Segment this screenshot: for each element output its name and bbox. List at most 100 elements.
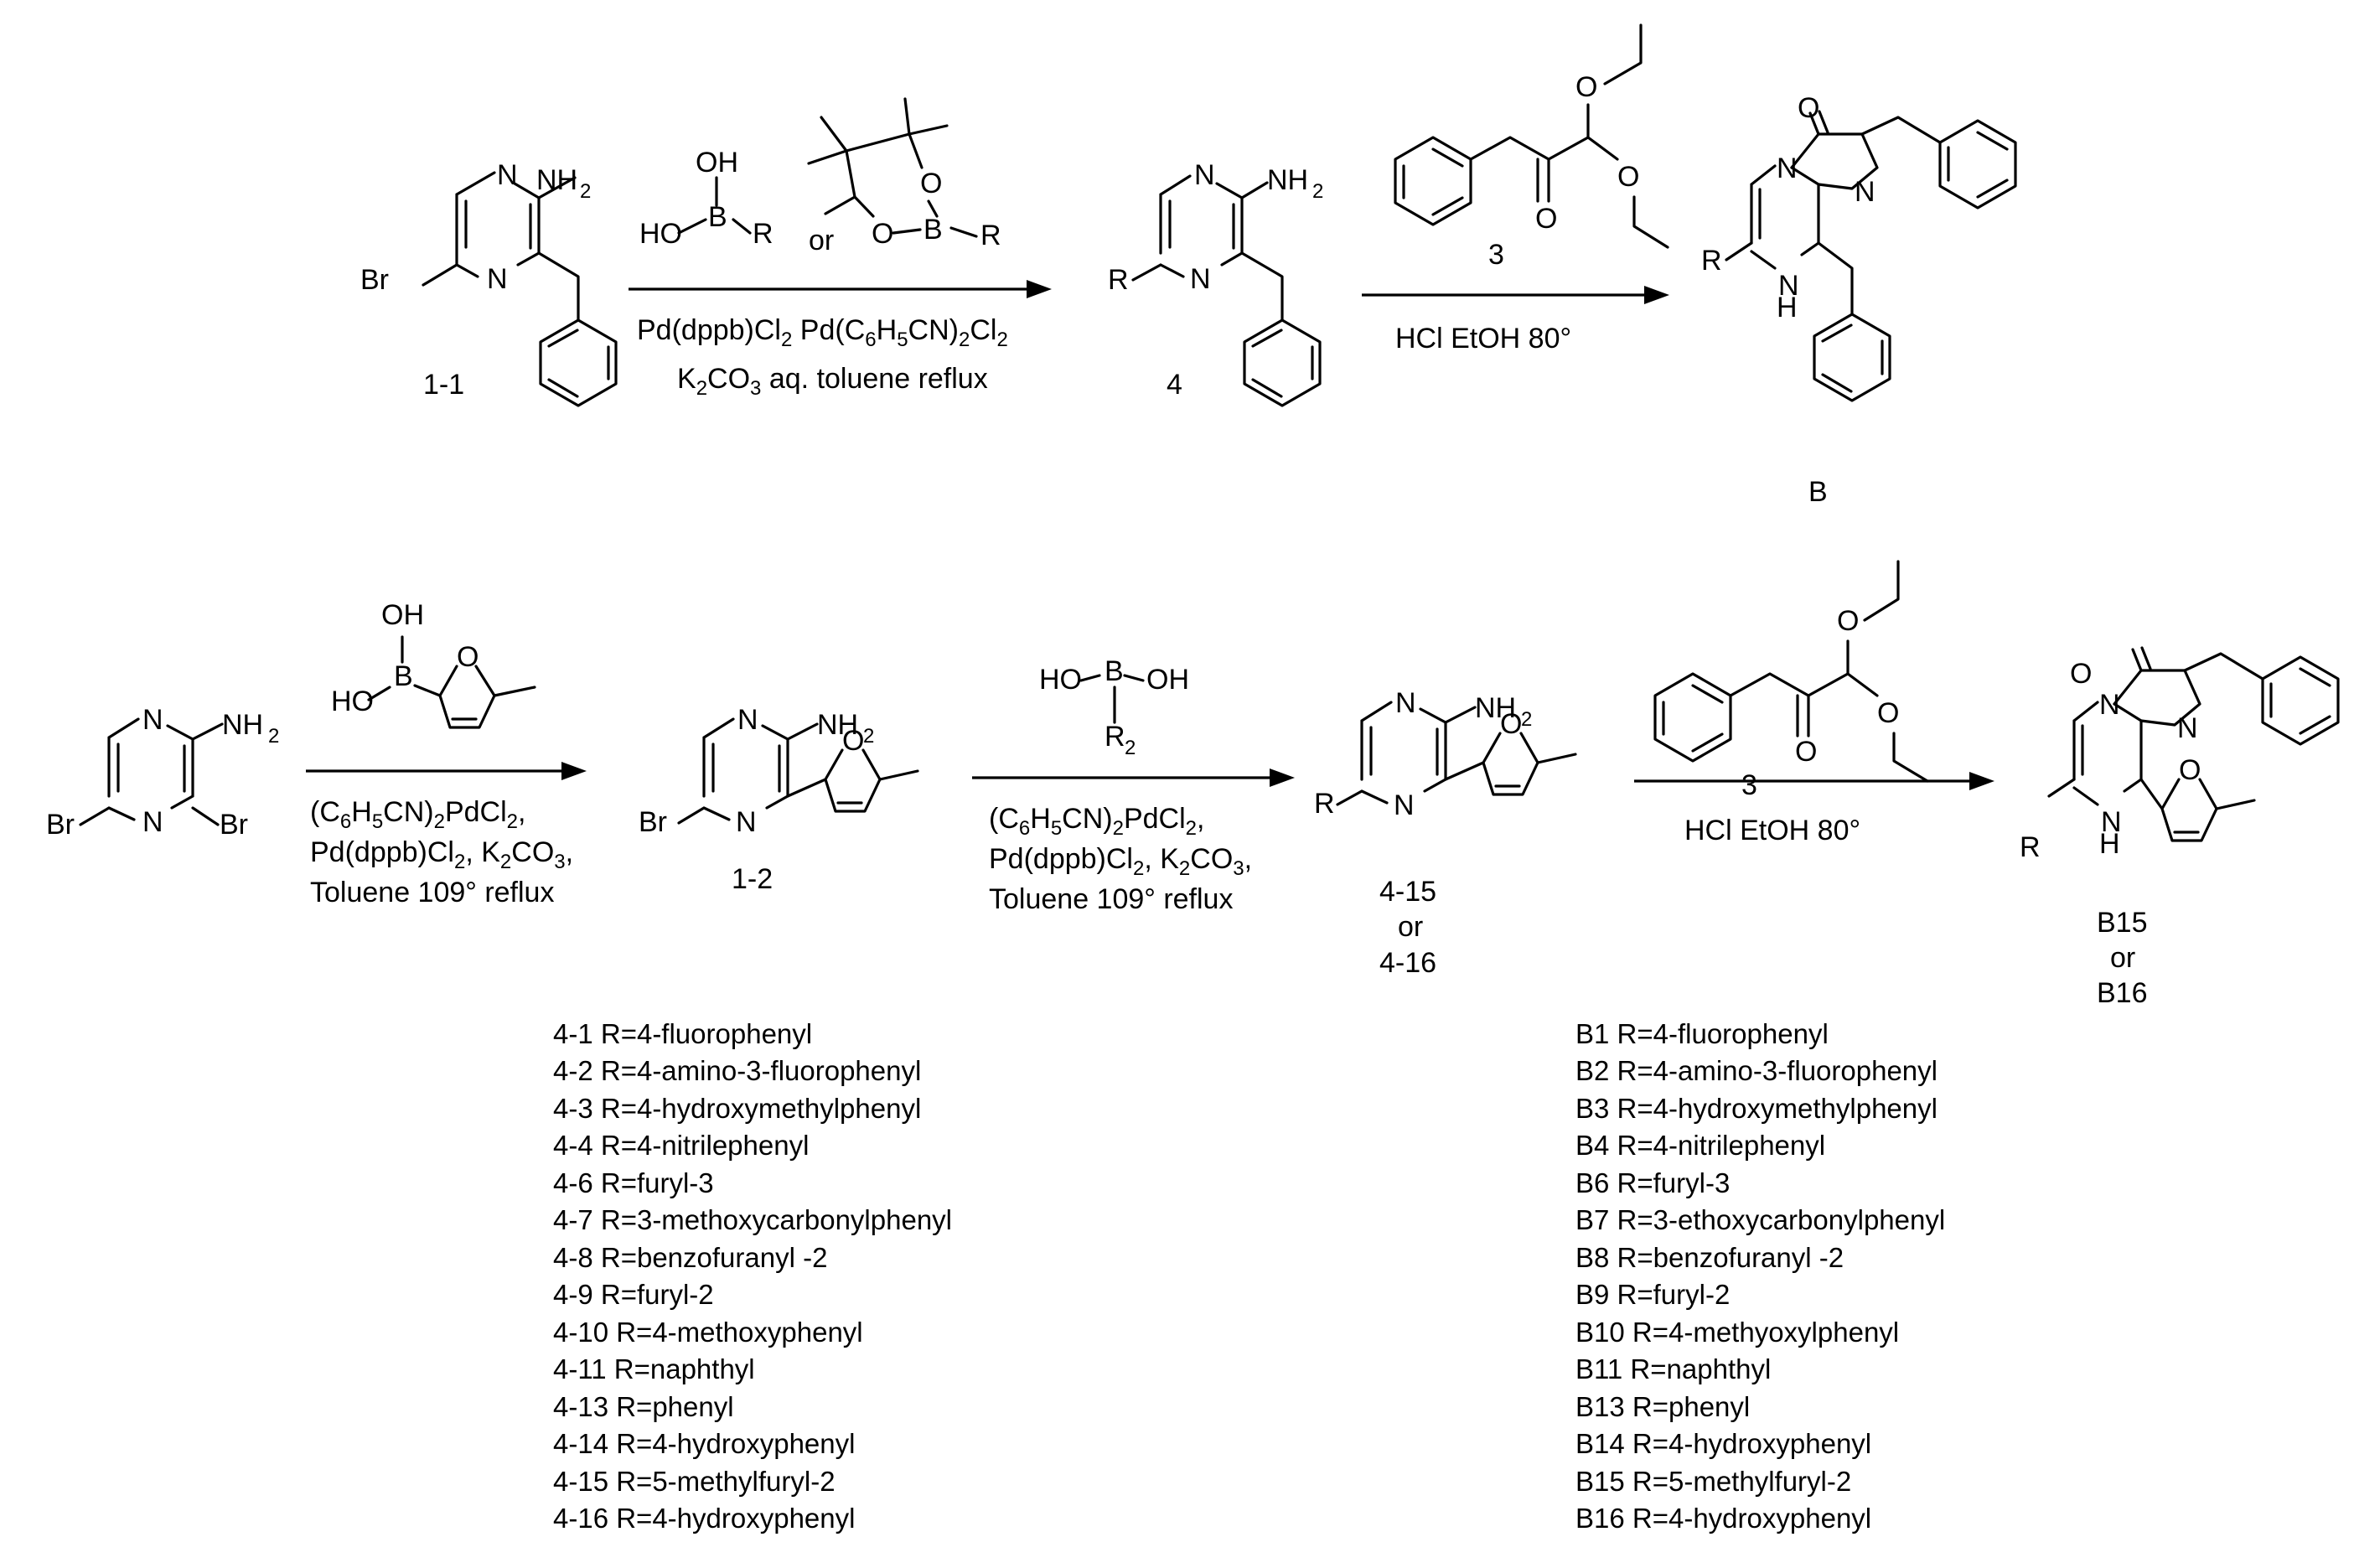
svg-text:N: N [142, 704, 163, 736]
svg-text:OH: OH [1146, 664, 1189, 696]
list-4-compounds: 4-1 R=4-fluorophenyl 4-2 R=4-amino-3-flu… [553, 1018, 952, 1534]
svg-text:Pd(dppb)Cl2, K2CO3,: Pd(dppb)Cl2, K2CO3, [989, 843, 1252, 880]
list-4-item: 4-7 R=3-methoxycarbonylphenyl [553, 1204, 952, 1235]
svg-text:OH: OH [381, 599, 424, 631]
boronic-acid-reagent: OH HO B R [639, 147, 773, 250]
compound-4-15-structure: N N NH 2 R O [1314, 687, 1577, 821]
svg-text:2: 2 [580, 180, 591, 203]
reaction-4-conditions: (C6H5CN)2PdCl2, Pd(dppb)Cl2, K2CO3, Tolu… [989, 803, 1252, 915]
svg-text:N: N [1194, 159, 1215, 191]
list-B-item: B7 R=3-ethoxycarbonylphenyl [1575, 1204, 1945, 1235]
compound-label-B: B [1808, 476, 1828, 508]
svg-text:Br: Br [220, 809, 248, 841]
svg-text:B: B [923, 214, 943, 246]
compound-label-B15: B15 [2097, 907, 2148, 939]
svg-text:R: R [1108, 264, 1129, 296]
methylfuryl-boronic-acid: OH HO B O [331, 599, 536, 729]
compound-label-3-bottom: 3 [1741, 769, 1757, 801]
compound-B15-structure: N N H O N R O [2020, 646, 2340, 863]
svg-text:2: 2 [1125, 737, 1136, 759]
list-B-compounds: B1 R=4-fluorophenyl B2 R=4-amino-3-fluor… [1575, 1018, 1945, 1534]
svg-text:B: B [394, 660, 413, 692]
svg-text:Br: Br [46, 809, 75, 841]
or-label: or [809, 225, 834, 256]
svg-text:N: N [736, 806, 757, 838]
svg-text:N: N [2177, 712, 2198, 744]
nh2-label: NH [536, 164, 577, 196]
svg-text:B: B [1105, 655, 1124, 687]
svg-text:O: O [1575, 71, 1597, 103]
svg-text:N: N [2099, 689, 2120, 721]
svg-text:Toluene 109° reflux: Toluene 109° reflux [310, 877, 554, 908]
svg-text:R: R [753, 218, 773, 250]
list-4-item: 4-15 R=5-methylfuryl-2 [553, 1466, 836, 1497]
reaction-5-conditions: HCl EtOH 80° [1684, 815, 1860, 846]
list-4-item: 4-11 R=naphthyl [553, 1353, 755, 1384]
svg-text:N: N [1190, 263, 1211, 295]
svg-text:NH: NH [817, 709, 858, 741]
br-label: Br [360, 264, 389, 296]
list-4-item: 4-6 R=furyl-3 [553, 1167, 714, 1198]
svg-text:2: 2 [1312, 180, 1323, 203]
reaction-arrow-1 [629, 280, 1052, 298]
svg-text:Br: Br [639, 806, 667, 838]
svg-text:OH: OH [696, 147, 738, 179]
compound-label-3-top: 3 [1488, 239, 1504, 271]
svg-text:N: N [1778, 270, 1799, 302]
svg-text:H: H [1777, 292, 1798, 323]
pinacol-boronate-reagent: O O B R [807, 97, 1001, 251]
list-4-item: 4-1 R=4-fluorophenyl [553, 1018, 812, 1049]
svg-text:Toluene 109° reflux: Toluene 109° reflux [989, 883, 1233, 915]
list-4-item: 4-9 R=furyl-2 [553, 1279, 714, 1310]
svg-text:N: N [1855, 176, 1875, 208]
svg-text:R: R [1105, 721, 1125, 753]
list-B-item: B16 R=4-hydroxyphenyl [1575, 1503, 1871, 1534]
list-4-item: 4-16 R=4-hydroxyphenyl [553, 1503, 855, 1534]
list-B-item: B2 R=4-amino-3-fluorophenyl [1575, 1055, 1938, 1086]
svg-text:Pd(dppb)Cl2 Pd(C6H5CN)2Cl2: Pd(dppb)Cl2 Pd(C6H5CN)2Cl2 [637, 314, 1008, 351]
svg-text:NH: NH [1475, 692, 1516, 724]
list-4-item: 4-8 R=benzofuranyl -2 [553, 1242, 827, 1273]
compound-1-1-structure: N N NH 2 Br [360, 159, 618, 407]
svg-text:HO: HO [331, 686, 374, 717]
or-label-2: or [2110, 942, 2135, 974]
list-B-item: B4 R=4-nitrilephenyl [1575, 1130, 1825, 1161]
compound-label-1-1: 1-1 [423, 369, 464, 401]
svg-text:N: N [142, 806, 163, 838]
dibromo-aminopyrazine-structure: N N NH 2 Br Br [46, 704, 279, 841]
svg-text:N: N [737, 704, 758, 736]
list-B-item: B1 R=4-fluorophenyl [1575, 1018, 1829, 1049]
reaction-2-conditions: HCl EtOH 80° [1395, 323, 1571, 354]
compound-4-structure: N N NH 2 R [1108, 159, 1323, 407]
r2-boronic-acid: HO B OH R 2 [1039, 655, 1189, 759]
svg-text:O: O [1617, 161, 1639, 193]
compound-label-4-15: 4-15 [1379, 876, 1436, 908]
list-4-item: 4-4 R=4-nitrilephenyl [553, 1130, 809, 1161]
svg-text:N: N [1395, 687, 1416, 719]
svg-text:O: O [920, 168, 942, 199]
n-atom: N [487, 263, 508, 295]
svg-text:2: 2 [1521, 708, 1532, 731]
svg-text:O: O [1877, 697, 1899, 729]
svg-text:O: O [2179, 754, 2201, 786]
compound-label-4: 4 [1167, 369, 1182, 401]
svg-text:2: 2 [268, 725, 279, 748]
reagent-3-structure-top: O O O [1394, 23, 1669, 249]
list-B-item: B10 R=4-methyoxylphenyl [1575, 1317, 1899, 1348]
svg-text:O: O [457, 641, 479, 673]
list-4-item: 4-14 R=4-hydroxyphenyl [553, 1428, 855, 1459]
list-B-item: B6 R=furyl-3 [1575, 1167, 1730, 1198]
reaction-arrow-4 [972, 768, 1295, 787]
list-B-item: B15 R=5-methylfuryl-2 [1575, 1466, 1851, 1497]
list-4-item: 4-2 R=4-amino-3-fluorophenyl [553, 1055, 921, 1086]
svg-text:O: O [2070, 658, 2092, 690]
svg-text:(C6H5CN)2PdCl2,: (C6H5CN)2PdCl2, [989, 803, 1204, 840]
compound-label-4-16: 4-16 [1379, 947, 1436, 979]
list-B-item: B3 R=4-hydroxymethylphenyl [1575, 1093, 1938, 1124]
svg-text:R: R [1701, 245, 1722, 277]
list-B-item: B9 R=furyl-2 [1575, 1279, 1730, 1310]
svg-text:H: H [2099, 828, 2120, 860]
compound-B-structure: N N H O N R [1701, 92, 2017, 402]
compound-1-2-structure: N N NH 2 Br O [639, 704, 919, 838]
